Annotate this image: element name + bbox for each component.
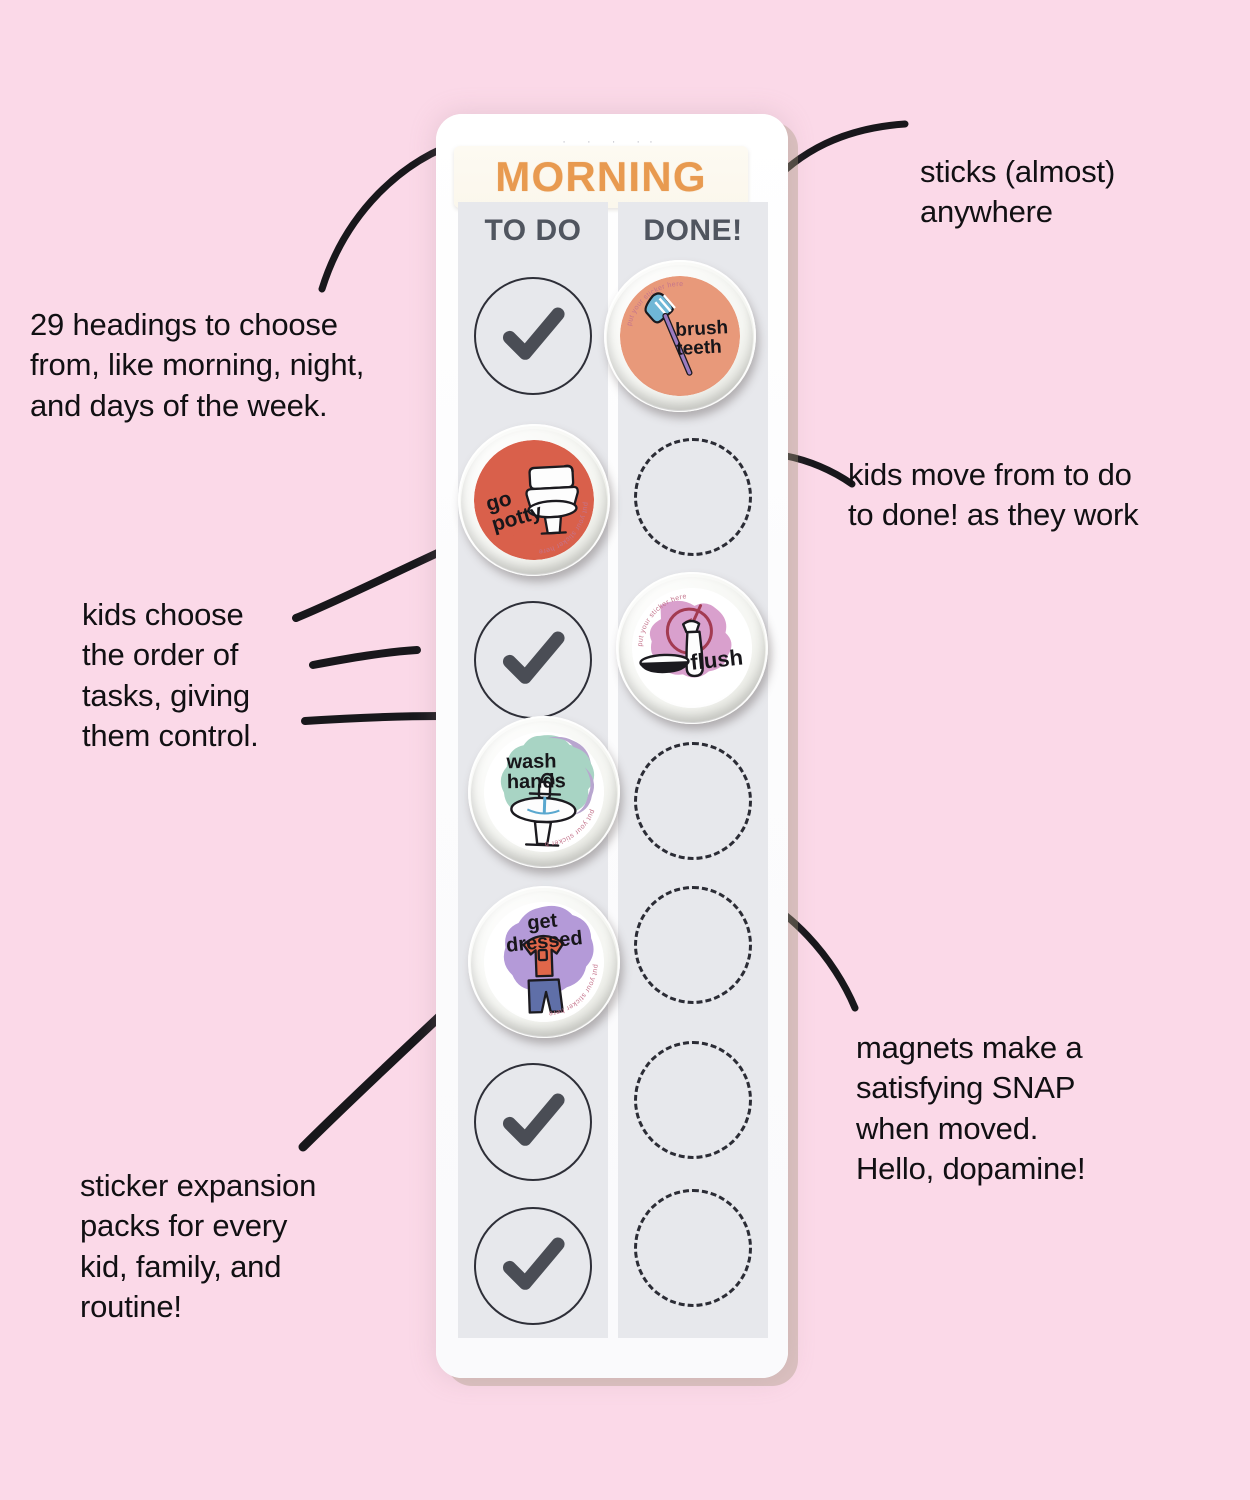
todo-slot-7[interactable]	[474, 1207, 592, 1325]
magnet-sticker-brush-teeth: brush teeth put your sticker here	[615, 271, 745, 401]
annotation-sticker-packs: sticker expansion packs for every kid, f…	[80, 1168, 317, 1324]
done-slot-2[interactable]	[634, 438, 752, 556]
checkmark-icon	[502, 631, 565, 684]
board-title: MORNING	[495, 153, 707, 200]
magnet-flush[interactable]: flush put your sticker here	[613, 569, 771, 727]
magnet-get-dressed[interactable]: get dressed put your sticker here	[465, 883, 623, 1041]
magnet-wash-hands[interactable]: wash hands put your sticker here	[465, 713, 623, 871]
magnet-sticker-flush: flush put your sticker here	[629, 585, 755, 711]
magnet-label-flush: flush	[689, 644, 745, 675]
get-dressed-art	[484, 902, 604, 1023]
todo-slot-6[interactable]	[474, 1063, 592, 1181]
magnet-go-potty[interactable]: go potty put your sticker here	[454, 420, 614, 580]
magnet-sticker-wash-hands: wash hands put your sticker here	[481, 729, 607, 855]
annotation-sticks-anywhere: sticks (almost) anywhere	[920, 154, 1116, 230]
annotation-headings-count: 29 headings to choose from, like morning…	[30, 307, 365, 423]
done-slot-7[interactable]	[634, 1189, 752, 1307]
done-slot-5[interactable]	[634, 886, 752, 1004]
magnet-label-wash-hands: wash hands	[506, 750, 566, 794]
chore-chart-board[interactable]: · · · ·· MORNING TO DO DONE!	[436, 114, 788, 1378]
todo-slot-1[interactable]	[474, 277, 592, 395]
board-top-marks: · · · ··	[562, 136, 662, 148]
wash-hands-art	[484, 732, 604, 852]
magnet-label-get-dressed: get dressed	[505, 909, 584, 958]
board-surface: · · · ·· MORNING TO DO DONE!	[436, 114, 788, 1378]
magnet-sticker-get-dressed: get dressed put your sticker here	[481, 899, 607, 1025]
annotation-magnet-snap: magnets make a satisfying SNAP when move…	[856, 1030, 1086, 1186]
column-header-done: DONE!	[643, 214, 743, 247]
checkmark-icon	[502, 307, 565, 360]
checkmark-icon	[502, 1237, 565, 1290]
flush-art	[632, 588, 752, 709]
column-header-to-do: TO DO	[484, 214, 582, 247]
done-slot-6[interactable]	[634, 1041, 752, 1159]
annotation-kids-choose-order: kids choose the order of tasks, giving t…	[82, 597, 259, 753]
annotation-move-to-done: kids move from to do to done! as they wo…	[848, 457, 1139, 533]
todo-slot-3[interactable]	[474, 601, 592, 719]
go-potty-art	[474, 439, 594, 560]
checkmark-icon	[502, 1093, 565, 1146]
magnet-sticker-go-potty: go potty put your sticker here	[470, 436, 598, 564]
magnet-label-brush-teeth: brush teeth	[674, 317, 729, 361]
brush-teeth-art	[620, 276, 740, 396]
done-slot-4[interactable]	[634, 742, 752, 860]
heading-sticker[interactable]: MORNING	[454, 146, 748, 208]
